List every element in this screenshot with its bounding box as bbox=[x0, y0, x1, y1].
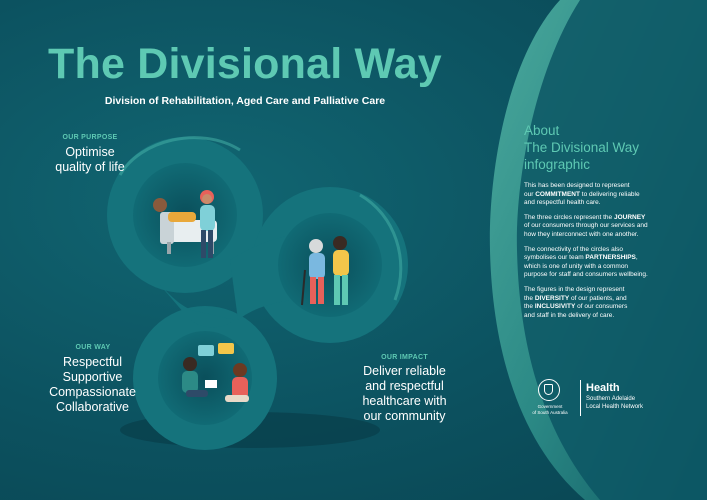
elderly-carer-figure bbox=[301, 236, 349, 306]
government-label-line: Government bbox=[537, 404, 563, 409]
about-text: the bbox=[524, 294, 535, 302]
about-text: and respectful health care. bbox=[524, 199, 601, 207]
purpose-line: Optimise bbox=[65, 145, 115, 159]
about-text: to delivering reliable bbox=[579, 190, 640, 198]
about-text: of our patients, and bbox=[569, 294, 627, 302]
way-line: Compassionate bbox=[49, 385, 136, 399]
way-line: Supportive bbox=[62, 370, 123, 384]
about-title-line: About bbox=[524, 123, 560, 138]
about-keyword: PARTNERSHIPS bbox=[585, 254, 636, 262]
impact-line: healthcare with bbox=[362, 394, 447, 408]
impact-heading: OUR IMPACT bbox=[381, 354, 428, 361]
government-label: Government of South Australia bbox=[524, 404, 576, 415]
network-name: Southern Adelaide Local Health Network bbox=[586, 396, 643, 411]
purpose-text: Optimise quality of life bbox=[30, 145, 150, 175]
purpose-line: quality of life bbox=[55, 160, 125, 174]
about-text: the bbox=[524, 303, 535, 311]
about-text: symbolises our team bbox=[524, 254, 586, 262]
about-text: This has been designed to represent bbox=[524, 182, 630, 189]
logo-divider bbox=[580, 380, 581, 416]
about-text: which is one of unity with a common bbox=[524, 262, 629, 270]
about-text: of our consumers through our services an… bbox=[524, 222, 648, 230]
about-text: The connectivity of the circles also bbox=[524, 245, 623, 253]
about-keyword: JOURNEY bbox=[613, 213, 646, 221]
page-subtitle: Division of Rehabilitation, Aged Care an… bbox=[104, 95, 386, 107]
government-label-line: of South Australia bbox=[532, 409, 568, 415]
about-text: how they interconnect with one another. bbox=[524, 230, 639, 238]
about-paragraph-partnerships: The connectivity of the circles also sym… bbox=[524, 246, 696, 280]
patient-bed-figure bbox=[153, 190, 217, 258]
health-wordmark: Health bbox=[586, 382, 620, 394]
about-keyword: DIVERSITY bbox=[534, 294, 570, 302]
about-paragraph-commitment: This has been designed to represent our … bbox=[524, 182, 696, 208]
about-text: The figures in the design represent bbox=[524, 285, 625, 293]
about-text: , bbox=[635, 254, 638, 262]
about-paragraph-journey: The three circles represent the JOURNEY … bbox=[524, 214, 696, 240]
impact-line: our community bbox=[363, 409, 446, 423]
about-title-line: infographic bbox=[524, 157, 591, 172]
way-heading: OUR WAY bbox=[75, 344, 111, 351]
purpose-heading: OUR PURPOSE bbox=[62, 134, 118, 141]
about-text: our bbox=[524, 190, 536, 198]
conversation-figure bbox=[182, 343, 249, 402]
about-keyword: INCLUSIVITY bbox=[534, 303, 576, 311]
impact-line: and respectful bbox=[365, 379, 444, 393]
about-panel: About The Divisional Way infographic Thi… bbox=[524, 122, 696, 326]
way-text: Respectful Supportive Compassionate Coll… bbox=[30, 355, 155, 415]
sa-health-logo: Government of South Australia Health Sou… bbox=[524, 378, 699, 418]
right-panel-inner bbox=[516, 0, 707, 500]
way-line: Collaborative bbox=[56, 400, 129, 414]
about-keyword: COMMITMENT bbox=[535, 190, 580, 198]
network-name-line: Southern Adelaide bbox=[586, 396, 636, 402]
network-name-line: Local Health Network bbox=[586, 403, 644, 410]
government-crest-icon bbox=[538, 379, 560, 401]
impact-line: Deliver reliable bbox=[363, 364, 446, 378]
about-title: About The Divisional Way infographic bbox=[524, 122, 696, 173]
about-text: purpose for staff and consumers wellbein… bbox=[524, 271, 648, 279]
impact-text: Deliver reliable and respectful healthca… bbox=[352, 364, 457, 424]
way-line: Respectful bbox=[62, 355, 123, 369]
about-text: of our consumers bbox=[575, 303, 628, 311]
about-text: The three circles represent the bbox=[524, 213, 614, 221]
about-text: and staff in the delivery of care. bbox=[524, 311, 615, 319]
page-title: The Divisional Way bbox=[48, 40, 442, 88]
about-title-line: The Divisional Way bbox=[524, 140, 640, 155]
about-paragraph-diversity: The figures in the design represent the … bbox=[524, 286, 696, 320]
